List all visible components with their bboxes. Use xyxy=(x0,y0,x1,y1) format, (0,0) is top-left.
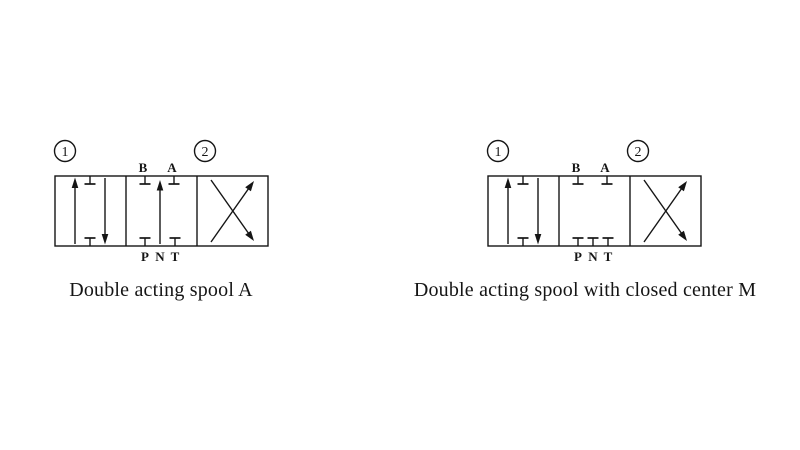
cross-up-arrowhead xyxy=(245,181,254,192)
port-label-A: A xyxy=(600,160,610,175)
down-arrowhead xyxy=(101,234,109,245)
valve-diagram-spool-a: 1 2 B A xyxy=(50,136,274,275)
cross-up-arrowhead xyxy=(678,181,687,192)
down-arrowhead xyxy=(534,234,542,245)
position-2-crossed-arrows xyxy=(643,179,687,243)
position-1-number: 1 xyxy=(62,145,69,160)
port-label-B: B xyxy=(572,160,581,175)
port-label-N: N xyxy=(155,249,165,264)
position-1-circle xyxy=(486,139,510,163)
position-2-circle xyxy=(626,139,650,163)
valve-diagram-spool-m: 1 2 B A xyxy=(483,136,707,275)
valve-body xyxy=(54,175,269,247)
position-2-number: 2 xyxy=(635,145,642,160)
caption-spool-a: Double acting spool A xyxy=(69,279,253,301)
position-1-number: 1 xyxy=(495,145,502,160)
port-label-T: T xyxy=(604,249,613,264)
port-label-T: T xyxy=(171,249,180,264)
neutral-box-closed-center xyxy=(572,176,614,246)
port-label-N: N xyxy=(588,249,598,264)
valve-schematic-spool-a: 1 2 B A xyxy=(53,139,269,264)
position-2-number: 2 xyxy=(202,145,209,160)
caption-spool-m: Double acting spool with closed center M xyxy=(413,279,757,301)
cross-down-arrowhead xyxy=(678,230,687,241)
up-arrowhead xyxy=(71,177,79,188)
neutral-box-open-center xyxy=(139,176,181,246)
port-label-P: P xyxy=(574,249,582,264)
port-label-B: B xyxy=(139,160,148,175)
position-1-flow-paths xyxy=(504,176,542,246)
up-arrowhead xyxy=(504,177,512,188)
position-1-flow-paths xyxy=(71,176,109,246)
valve-schematic-spool-m: 1 2 B A xyxy=(486,139,702,264)
position-2-crossed-arrows xyxy=(210,179,254,243)
cross-down-arrowhead xyxy=(245,230,254,241)
valve-body xyxy=(487,175,702,247)
position-2-circle xyxy=(193,139,217,163)
carryover-up-arrowhead xyxy=(156,180,164,191)
port-label-A: A xyxy=(167,160,177,175)
position-1-circle xyxy=(53,139,77,163)
port-label-P: P xyxy=(141,249,149,264)
